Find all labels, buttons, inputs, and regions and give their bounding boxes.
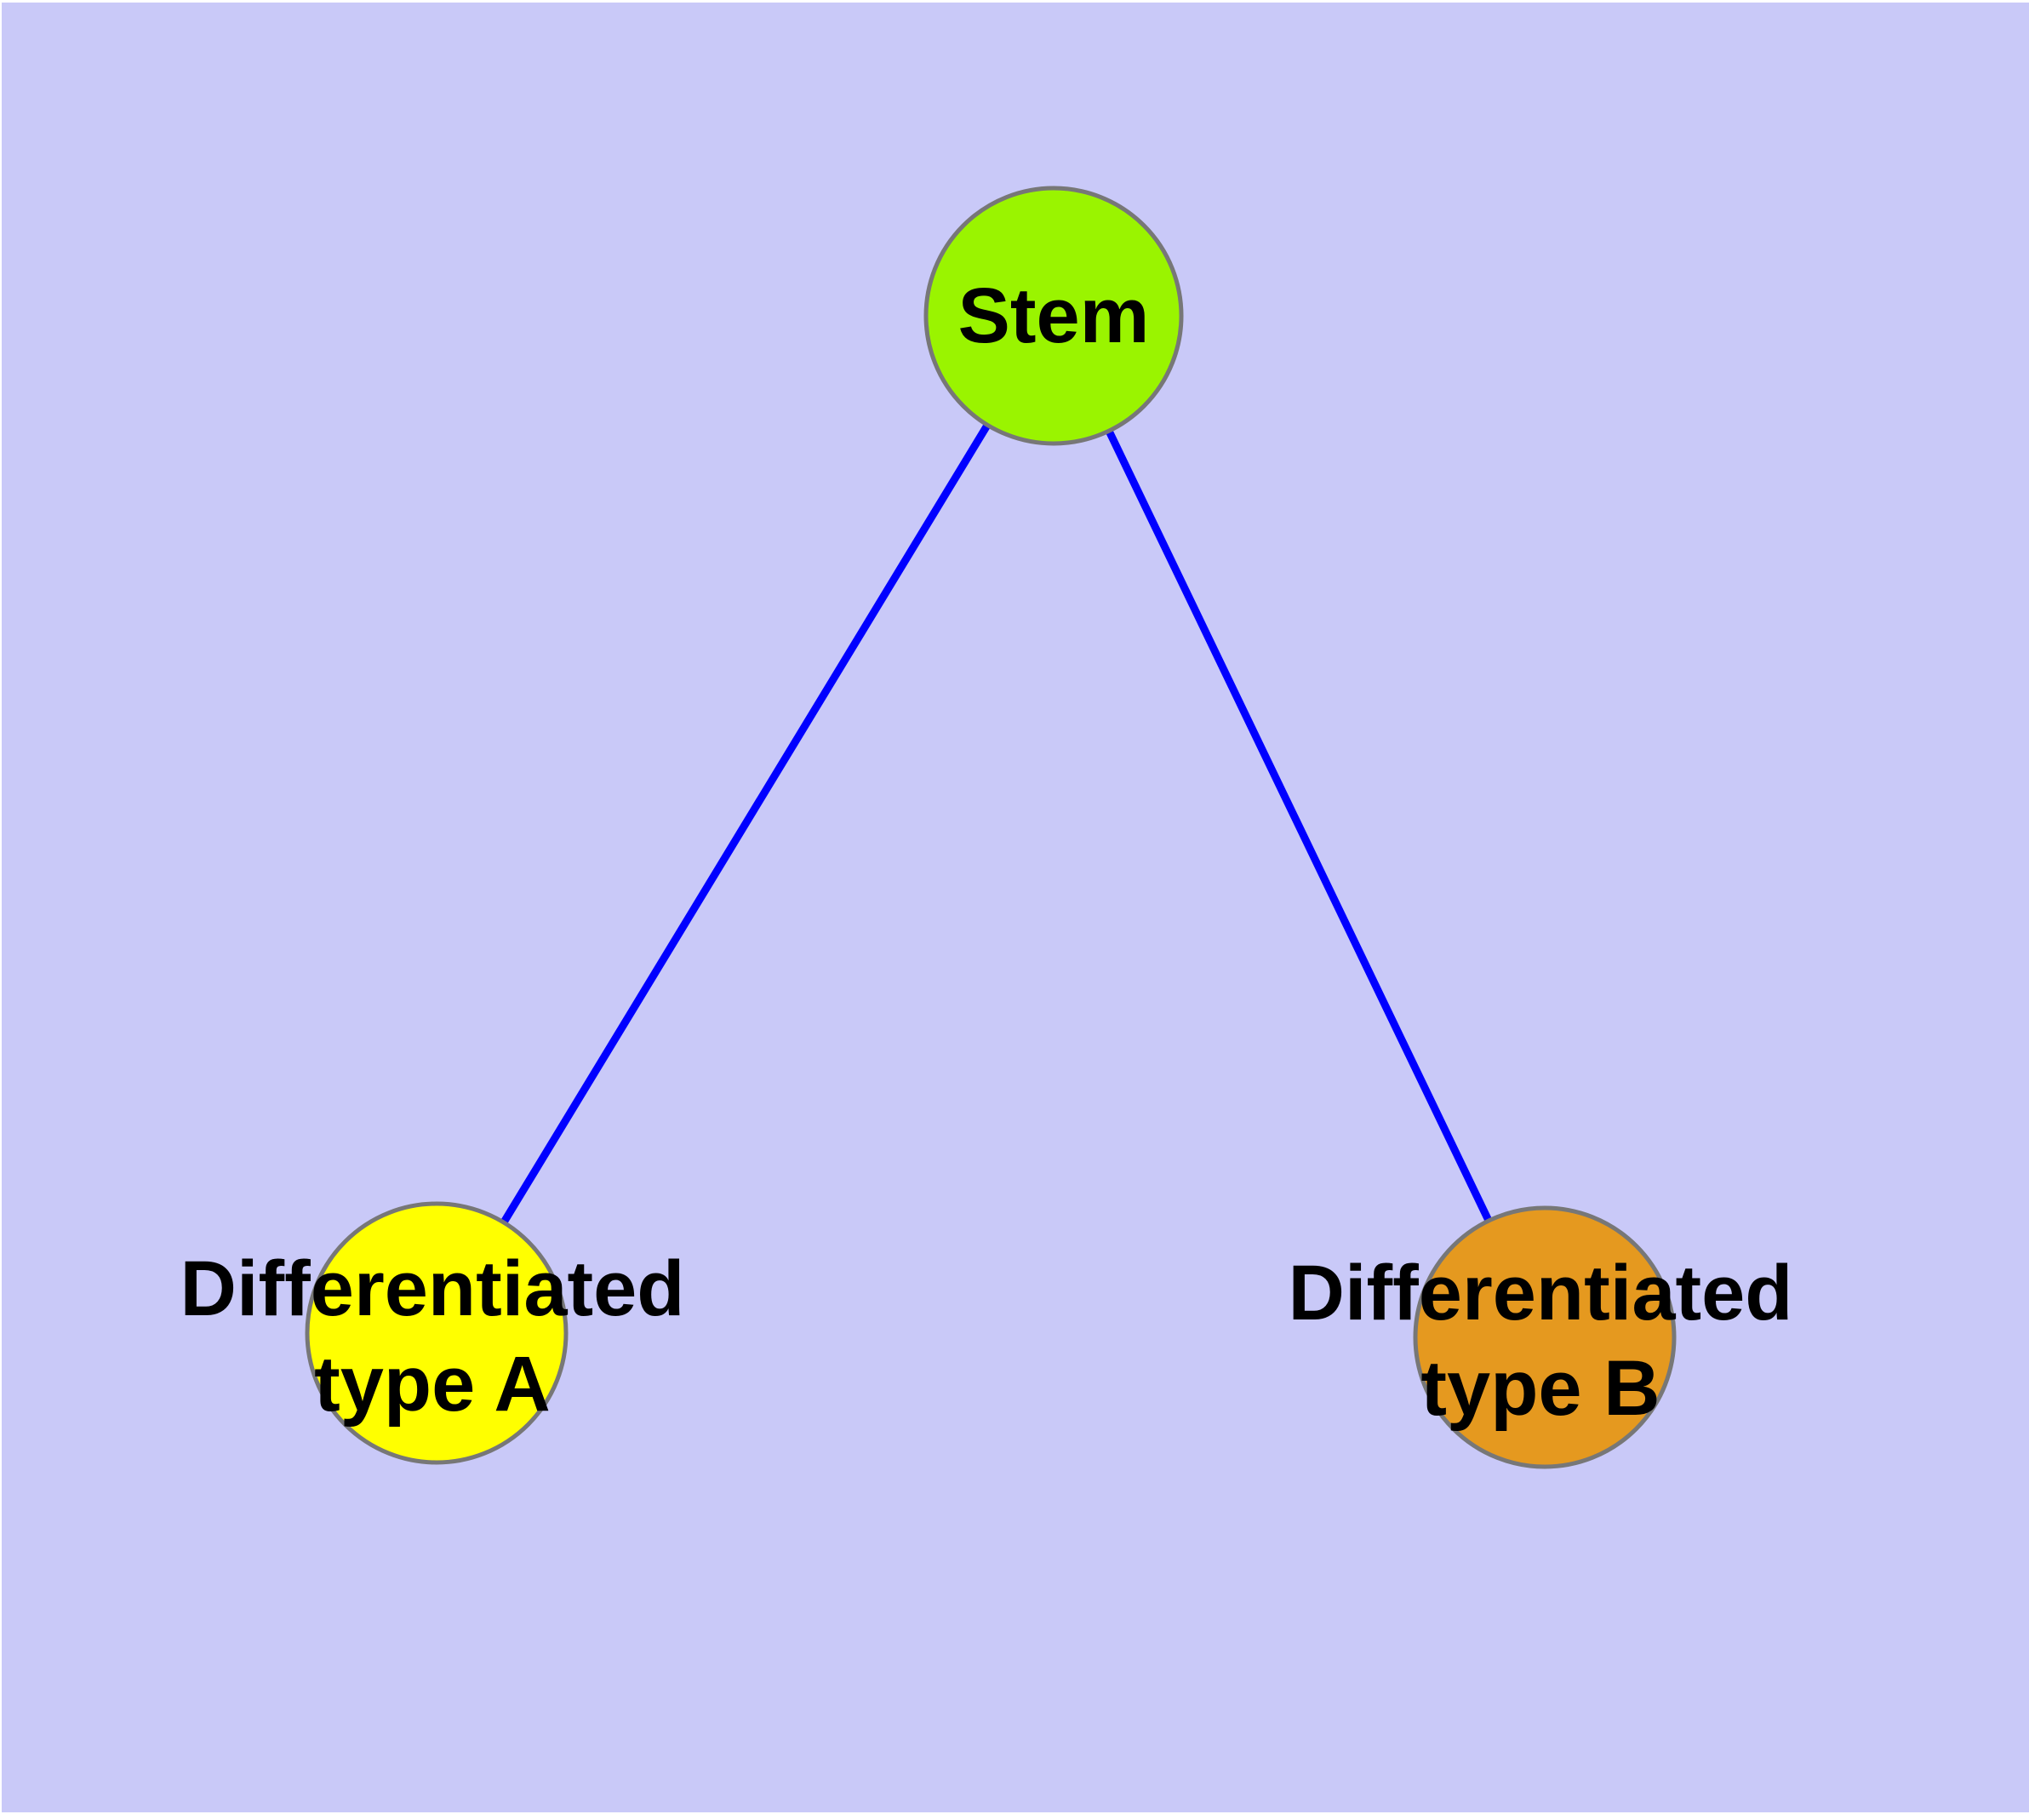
edge-stem-to-type-b (1049, 314, 1549, 1339)
node-type-a-circle (305, 1201, 569, 1465)
node-type-b-circle (1413, 1205, 1677, 1469)
edge-stem-to-type-a (433, 313, 1057, 1336)
node-stem-circle (923, 186, 1184, 446)
